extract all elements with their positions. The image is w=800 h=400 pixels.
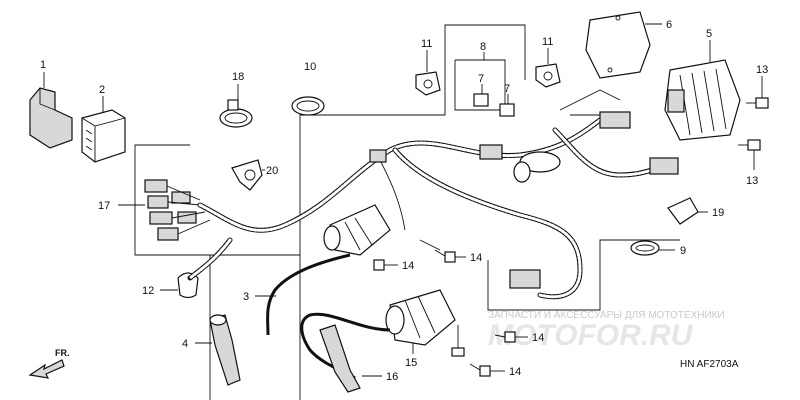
part-7-relay-right: [499, 103, 515, 117]
callout-20: 20: [266, 165, 278, 177]
callout-14-a: 14: [402, 260, 414, 272]
callout-11-left: 11: [421, 38, 432, 50]
part-13-bolt-lower: [738, 139, 761, 151]
callout-2: 2: [99, 84, 105, 96]
part-17-connector-cluster: [144, 179, 211, 241]
front-direction-arrow: FR.: [28, 348, 70, 379]
part-18-band-clamp: [219, 99, 253, 128]
callout-9: 9: [680, 245, 686, 257]
callout-6: 6: [666, 19, 672, 31]
frame-line-left: [134, 144, 190, 205]
part-10-band-clamp: [291, 96, 325, 116]
part-14-bolt-b: [434, 249, 456, 263]
callout-8: 8: [480, 41, 486, 53]
callout-3: 3: [243, 291, 249, 303]
part-6-cover: [585, 11, 651, 79]
part-5-regulator-rectifier: [664, 59, 741, 141]
callout-11-right: 11: [542, 36, 553, 48]
thin-wire-ground: [379, 159, 406, 231]
watermark-brand: MOTOFOR.RU: [488, 319, 694, 352]
harness-connector-d: [599, 111, 631, 129]
part-7-relay-left: [473, 93, 489, 107]
part-3-high-tension-cord: [266, 253, 351, 336]
ignition-coil-upper: [323, 204, 391, 256]
part-9-band: [630, 240, 660, 256]
callout-14-d: 14: [509, 366, 521, 378]
harness-connector-a: [479, 144, 503, 160]
frame-line-upper: [134, 24, 526, 256]
callout-10: 10: [304, 61, 316, 73]
callout-14-b: 14: [470, 252, 482, 264]
callout-14-c: 14: [532, 332, 544, 344]
callout-15: 15: [405, 357, 417, 369]
callout-12: 12: [142, 285, 154, 297]
diagram-code: HN AF2703A: [680, 359, 739, 370]
part-4-spark-plug-cap: [209, 314, 241, 386]
part-16-high-tension-cord: [300, 312, 391, 380]
part-11-clip-right: [535, 63, 561, 88]
harness-branch-lower: [392, 147, 583, 300]
callout-5: 5: [706, 28, 712, 40]
callout-18: 18: [232, 71, 244, 83]
callout-16: 16: [386, 371, 398, 383]
callout-7-right: 7: [504, 83, 510, 95]
part-14-bolt-a: [373, 259, 385, 271]
callout-19: 19: [712, 207, 724, 219]
part-19-cable-clip: [667, 197, 699, 225]
part-20-wire-clip: [231, 159, 263, 191]
callout-17: 17: [98, 200, 110, 212]
part-13-bolt-upper: [746, 97, 769, 109]
watermark-text: ЗАПЧАСТИ И АКСЕССУАРЫ ДЛЯ МОТОТЕХНИКИ: [488, 310, 725, 321]
callout-4: 4: [182, 338, 188, 350]
frame-line-right: [487, 239, 680, 311]
part-11-clip-left: [415, 71, 441, 96]
callout-13-upper: 13: [756, 64, 768, 76]
callout-7-left: 7: [478, 73, 484, 85]
part-15-ignition-coil: [385, 289, 456, 346]
front-direction-label: FR.: [55, 348, 70, 358]
callout-1: 1: [40, 59, 46, 71]
part-2-control-unit: [81, 109, 126, 163]
part-12-grommet: [177, 272, 199, 299]
harness-connector-e: [509, 269, 541, 289]
callout-13-lower: 13: [746, 175, 758, 187]
harness-connector-c: [649, 157, 679, 175]
part-1-bracket: [29, 87, 73, 149]
part-16-plug-cap: [319, 324, 361, 393]
part-14-bolt-d: [469, 363, 491, 377]
